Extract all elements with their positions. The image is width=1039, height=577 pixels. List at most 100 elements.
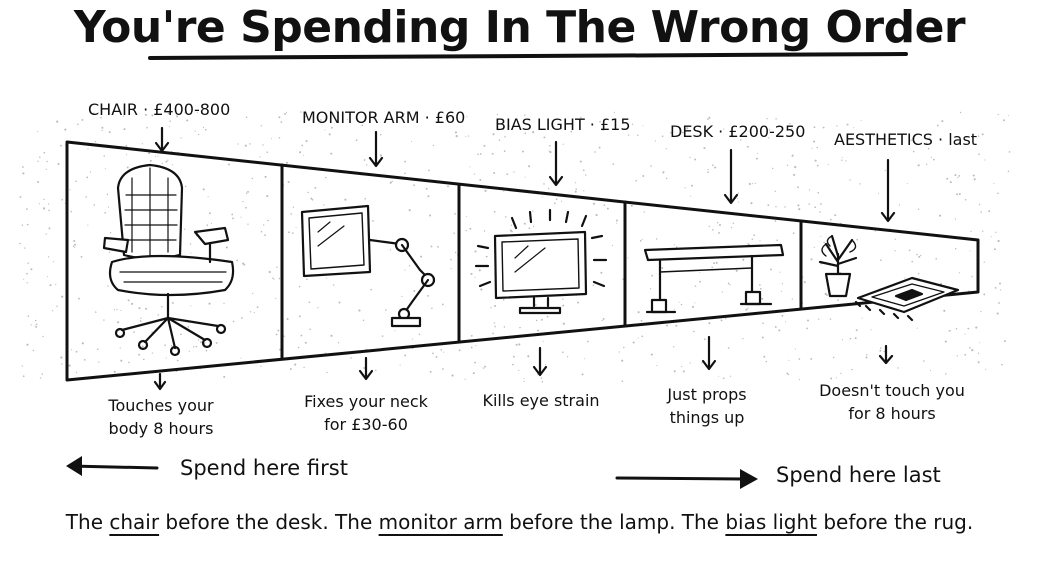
stipple-dot <box>553 202 556 205</box>
stipple-dot <box>662 171 665 174</box>
stipple-dot <box>498 139 501 141</box>
stipple-dot <box>927 147 930 150</box>
stipple-dot <box>451 374 454 377</box>
bias-light-monitor-icon <box>474 208 608 315</box>
stipple-dot <box>523 378 525 380</box>
stipple-dot <box>454 251 457 254</box>
stipple-dot <box>240 216 242 218</box>
stipple-dot <box>727 347 730 349</box>
spend-last-arrow <box>615 469 758 489</box>
stipple-dot <box>984 159 986 161</box>
stipple-dot <box>108 251 111 253</box>
stipple-dot <box>86 176 89 179</box>
stipple-dot <box>273 278 275 280</box>
stipple-dot <box>41 373 44 375</box>
stipple-dot <box>650 353 653 356</box>
stipple-dot <box>107 206 110 208</box>
stipple-dot <box>949 181 952 184</box>
arrow-chair <box>154 126 170 153</box>
stipple-dot <box>35 325 38 328</box>
footer-underline-chair: chair <box>109 510 160 534</box>
stipple-dot <box>344 198 347 201</box>
stipple-dot <box>574 182 577 184</box>
stipple-dot <box>442 368 444 370</box>
stipple-dot <box>171 301 174 304</box>
stipple-dot <box>492 133 495 136</box>
stipple-dot <box>478 269 481 272</box>
stipple-dot <box>37 180 40 184</box>
stipple-dot <box>45 168 47 171</box>
stipple-dot <box>26 272 28 275</box>
stipple-dot <box>803 281 806 284</box>
stipple-dot <box>835 377 838 379</box>
stipple-dot <box>47 275 49 277</box>
stipple-dot <box>834 214 837 217</box>
stipple-dot <box>22 172 25 175</box>
stipple-dot <box>562 351 564 353</box>
stipple-dot <box>483 230 486 232</box>
stipple-dot <box>640 320 643 322</box>
stipple-dot <box>849 337 852 340</box>
stipple-dot <box>77 123 79 126</box>
stipple-dot <box>812 140 816 143</box>
stipple-dot <box>925 142 928 145</box>
stipple-dot <box>56 305 58 308</box>
stipple-dot <box>930 156 933 158</box>
stipple-dot <box>906 182 908 184</box>
stipple-dot <box>303 155 305 157</box>
stipple-dot <box>75 371 78 374</box>
stipple-dot <box>262 144 264 146</box>
stipple-dot <box>837 299 839 301</box>
stipple-dot <box>649 288 652 290</box>
stipple-dot <box>599 120 601 123</box>
stipple-dot <box>170 344 173 347</box>
stipple-dot <box>694 285 697 287</box>
stipple-dot <box>988 210 991 213</box>
stipple-dot <box>759 240 761 242</box>
stipple-dot <box>68 364 71 367</box>
stipple-dot <box>249 143 251 145</box>
stipple-dot <box>385 309 387 311</box>
stipple-dot <box>631 123 634 125</box>
stipple-dot <box>139 320 142 322</box>
stipple-dot <box>727 282 730 285</box>
stipple-dot <box>425 187 428 190</box>
stipple-dot <box>822 126 825 129</box>
stipple-dot <box>479 178 482 181</box>
stipple-dot <box>292 206 295 208</box>
stipple-dot <box>493 172 496 174</box>
stipple-dot <box>366 164 368 166</box>
stipple-dot <box>503 150 506 152</box>
stipple-dot <box>161 305 163 308</box>
stipple-dot <box>19 242 21 245</box>
stipple-dot <box>252 292 254 294</box>
stipple-dot <box>689 156 691 159</box>
stipple-dot <box>990 236 992 238</box>
stipple-dot <box>983 293 986 296</box>
arrow-down-chair <box>153 372 167 391</box>
stipple-dot <box>432 144 434 147</box>
stipple-dot <box>34 319 37 322</box>
stipple-dot <box>169 120 171 122</box>
stipple-dot <box>231 213 234 216</box>
stipple-dot <box>504 136 506 138</box>
stipple-dot <box>144 113 147 116</box>
stipple-dot <box>80 255 83 258</box>
stipple-dot <box>673 308 675 310</box>
stipple-dot <box>642 175 645 177</box>
stipple-dot <box>83 359 86 361</box>
stipple-dot <box>917 273 920 275</box>
stipple-dot <box>100 116 102 119</box>
stipple-dot <box>699 280 701 283</box>
stipple-dot <box>151 352 154 354</box>
caption-monitor-arm: Fixes your neck for £30-60 <box>296 390 436 436</box>
stipple-dot <box>533 225 535 228</box>
stipple-dot <box>958 175 961 177</box>
stipple-dot <box>116 308 118 311</box>
stipple-dot <box>829 318 832 320</box>
stipple-dot <box>146 126 148 129</box>
stipple-dot <box>101 129 103 132</box>
stipple-dot <box>510 224 513 226</box>
stipple-dot <box>363 159 366 161</box>
stipple-dot <box>964 333 966 335</box>
